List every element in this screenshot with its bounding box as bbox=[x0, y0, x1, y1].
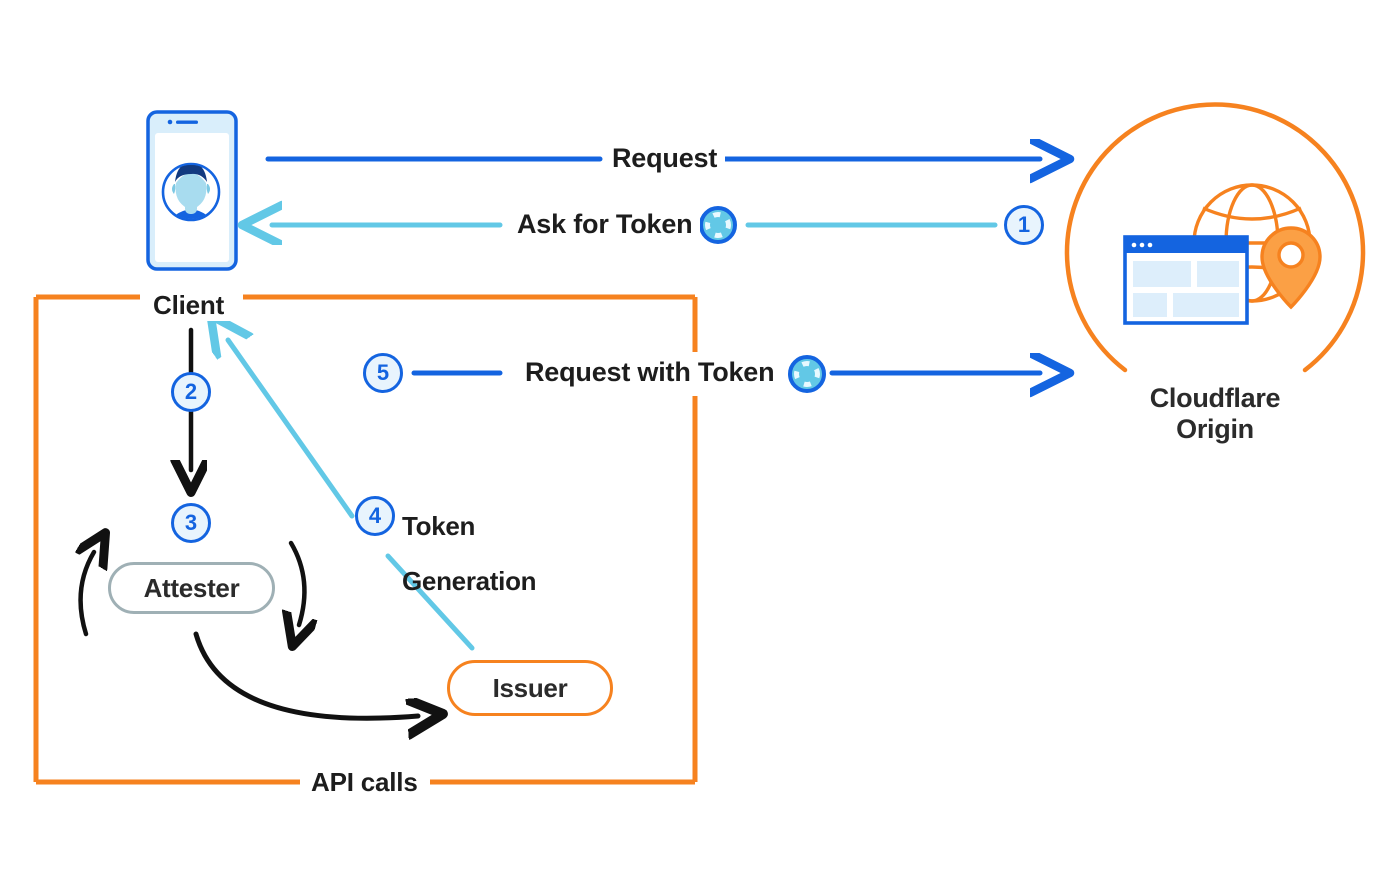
token-badge-icon bbox=[788, 355, 826, 393]
origin-label-line-1: Cloudflare bbox=[1149, 383, 1281, 413]
origin-label-line-2: Origin bbox=[1176, 414, 1254, 445]
flow-attestation-loop-arrows bbox=[81, 543, 418, 718]
cloudflare-origin-icon bbox=[1064, 102, 1366, 373]
node-issuer: Issuer bbox=[447, 660, 613, 716]
node-label-attester: Attester bbox=[143, 572, 240, 603]
token-badge-icon bbox=[699, 206, 737, 244]
flow-label-request: Request bbox=[604, 143, 726, 174]
step-number-5: 5 bbox=[363, 353, 403, 393]
step-number-3: 3 bbox=[171, 503, 211, 543]
step-number-1: 1 bbox=[1004, 205, 1044, 245]
api-calls-group-box bbox=[33, 294, 698, 785]
node-label-cloudflare-origin: Cloudflare Origin bbox=[1115, 383, 1315, 445]
node-label-client: Client bbox=[145, 290, 233, 321]
token-generation-line-2: Generation bbox=[402, 565, 537, 596]
node-attester: Attester bbox=[108, 562, 275, 614]
flow-label-request-with-token: Request with Token bbox=[517, 357, 783, 388]
flow-label-ask-for-token: Ask for Token bbox=[509, 209, 701, 240]
token-generation-line-1: Token bbox=[402, 511, 476, 542]
group-box-label-api-calls: API calls bbox=[303, 767, 426, 798]
step-number-2: 2 bbox=[171, 372, 211, 412]
step-number-4: 4 bbox=[355, 496, 395, 536]
flow-label-token-generation: Token Generation bbox=[402, 486, 537, 622]
node-label-issuer: Issuer bbox=[492, 672, 568, 703]
client-smartphone-icon bbox=[146, 110, 238, 271]
flow-token-generation-arrow bbox=[228, 340, 475, 651]
